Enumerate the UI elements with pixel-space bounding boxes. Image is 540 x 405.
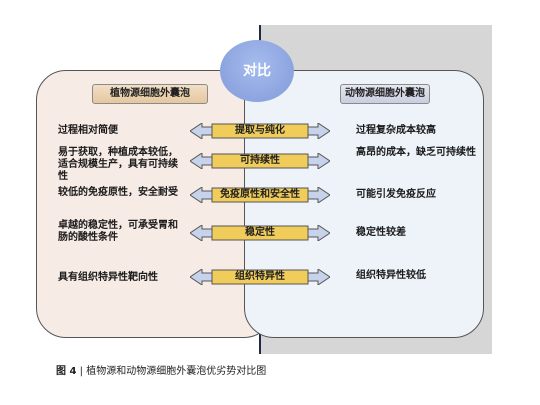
plant-specificity-text: 具有组织特异性靶向性 [58, 272, 158, 283]
plant-immunogenicity-text: 较低的免疫原性，安全耐受 [58, 187, 178, 198]
double-arrow-icon [190, 123, 330, 139]
animal-specificity-text: 组织特异性较低 [356, 270, 426, 281]
animal-sustainability-text: 高昂的成本，缺乏可持续性 [356, 147, 476, 158]
criterion-label: 提取与纯化 [235, 125, 285, 136]
figure-caption: 图 4 | 植物源和动物源细胞外囊泡优劣势对比图 [56, 362, 266, 377]
comparison-circle: 对比 [220, 40, 294, 102]
criterion-label: 稳定性 [245, 227, 275, 238]
comparison-arrow-specificity: 组织特异性 [190, 269, 330, 285]
plant-header: 植物源细胞外囊泡 [92, 84, 208, 104]
caption-separator: | [79, 366, 87, 377]
plant-sustainability-text: 易于获取，种植成本较低，适合规模生产，具有可持续性 [58, 147, 178, 182]
animal-header: 动物源细胞外囊泡 [340, 84, 430, 104]
double-arrow-icon [190, 269, 330, 285]
plant-panel [36, 70, 274, 338]
plant-extraction-text: 过程相对简便 [58, 125, 118, 136]
caption-text: 植物源和动物源细胞外囊泡优劣势对比图 [86, 366, 267, 377]
figure-number: 图 4 [56, 366, 77, 377]
double-arrow-icon [190, 187, 330, 203]
criterion-label: 免疫原性和安全性 [220, 189, 300, 200]
animal-stability-text: 稳定性较差 [356, 227, 406, 238]
double-arrow-icon [190, 225, 330, 241]
animal-panel [244, 70, 484, 338]
comparison-arrow-stability: 稳定性 [190, 225, 330, 241]
comparison-arrow-immunogenicity: 免疫原性和安全性 [190, 187, 330, 203]
double-arrow-icon [190, 153, 330, 169]
criterion-label: 可持续性 [240, 155, 280, 166]
plant-stability-text: 卓越的稳定性，可承受胃和肠的酸性条件 [58, 220, 178, 243]
criterion-label: 组织特异性 [235, 271, 285, 282]
animal-extraction-text: 过程复杂成本较高 [356, 125, 436, 136]
comparison-arrow-extraction: 提取与纯化 [190, 123, 330, 139]
comparison-arrow-sustainability: 可持续性 [190, 153, 330, 169]
animal-immunogenicity-text: 可能引发免疫反应 [356, 189, 436, 200]
